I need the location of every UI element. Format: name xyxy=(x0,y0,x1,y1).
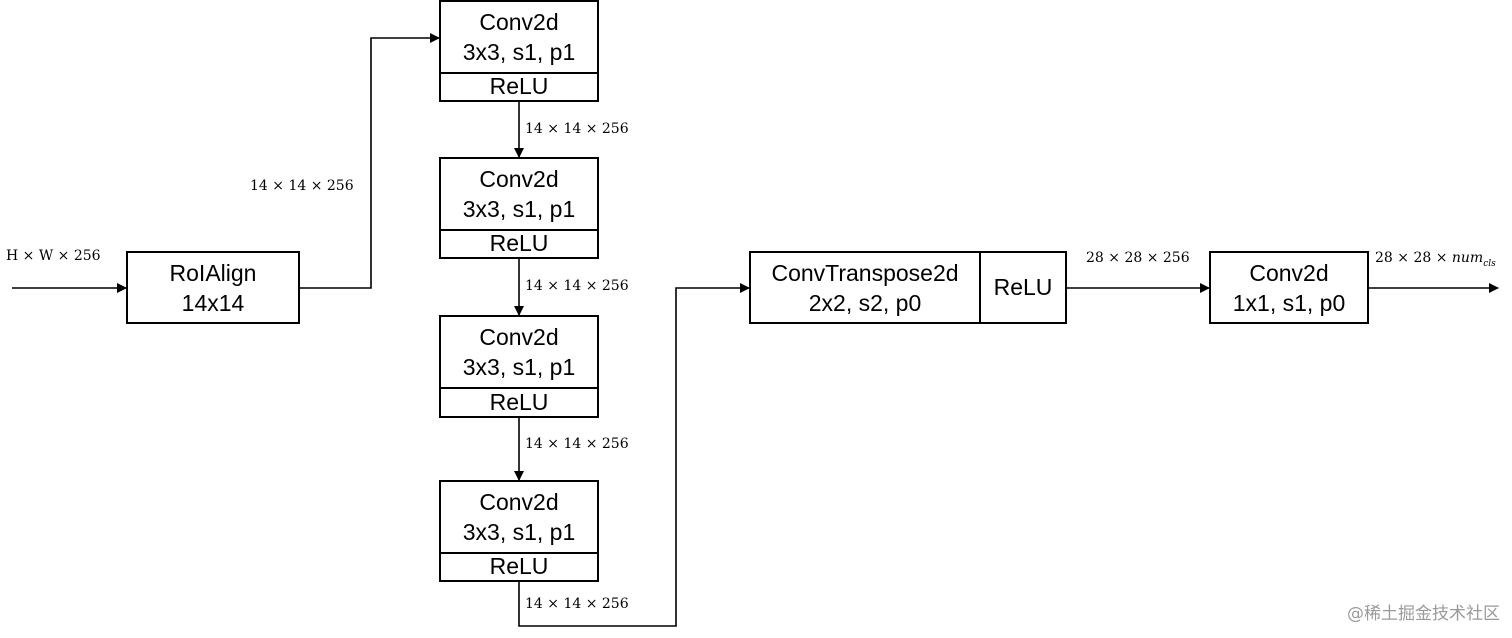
conv1-out-dim: 14 × 14 × 256 xyxy=(525,121,629,137)
conv2-out-dim: 14 × 14 × 256 xyxy=(525,278,629,294)
conv-block-4: Conv2d 3x3, s1, p1 ReLU xyxy=(439,480,599,582)
roialign-box: RoIAlign 14x14 xyxy=(126,251,300,324)
conv-block-4-params: 3x3, s1, p1 xyxy=(462,519,576,545)
conv-block-3: Conv2d 3x3, s1, p1 ReLU xyxy=(439,315,599,418)
conv-block-4-top: Conv2d 3x3, s1, p1 xyxy=(441,482,597,554)
roialign-title: RoIAlign xyxy=(169,259,257,286)
arrow-conv4-to-deconv xyxy=(518,283,750,627)
roialign-size: 14x14 xyxy=(181,289,245,316)
conv-block-3-act: ReLU xyxy=(489,389,549,415)
input-dim-text: H × W × 256 xyxy=(6,248,101,264)
input-dim-label: H × W × 256 xyxy=(6,248,101,264)
output-dim-label: 28 × 28 × numcls xyxy=(1375,250,1496,269)
conv-block-1: Conv2d 3x3, s1, p1 ReLU xyxy=(439,0,599,102)
conv3-out-dim: 14 × 14 × 256 xyxy=(525,436,629,452)
conv-block-2-title: Conv2d xyxy=(479,166,559,192)
arrow-roi-to-conv1 xyxy=(300,33,440,289)
conv-block-1-title: Conv2d xyxy=(479,9,559,35)
final-conv-params: 1x1, s1, p0 xyxy=(1232,289,1346,316)
conv-block-3-title: Conv2d xyxy=(479,324,559,350)
conv-block-2: Conv2d 3x3, s1, p1 ReLU xyxy=(439,157,599,259)
conv-block-2-act: ReLU xyxy=(489,230,549,256)
conv-block-3-top: Conv2d 3x3, s1, p1 xyxy=(441,317,597,389)
deconv-box: ConvTranspose2d 2x2, s2, p0 ReLU xyxy=(749,251,1067,324)
watermark: @稀土掘金技术社区 xyxy=(1347,604,1500,624)
deconv-act: ReLU xyxy=(993,274,1053,300)
deconv-title: ConvTranspose2d xyxy=(771,259,959,286)
output-dim-var: num xyxy=(1451,250,1484,266)
output-dim-prefix: 28 × 28 × xyxy=(1375,250,1452,266)
conv-block-2-params: 3x3, s1, p1 xyxy=(462,196,576,222)
final-conv-title: Conv2d xyxy=(1249,259,1329,286)
conv-block-2-top: Conv2d 3x3, s1, p1 xyxy=(441,159,597,231)
conv-block-1-top: Conv2d 3x3, s1, p1 xyxy=(441,2,597,74)
deconv-params: 2x2, s2, p0 xyxy=(808,289,922,316)
roi-out-dim: 14 × 14 × 256 xyxy=(250,178,354,194)
conv4-out-dim: 14 × 14 × 256 xyxy=(525,596,629,612)
conv-block-3-params: 3x3, s1, p1 xyxy=(462,354,576,380)
final-conv-box: Conv2d 1x1, s1, p0 xyxy=(1209,251,1369,324)
conv-block-4-title: Conv2d xyxy=(479,489,559,515)
output-dim-sub: cls xyxy=(1483,258,1496,269)
conv-block-1-params: 3x3, s1, p1 xyxy=(462,39,576,65)
deconv-main: ConvTranspose2d 2x2, s2, p0 xyxy=(751,253,981,322)
conv-block-1-act: ReLU xyxy=(489,73,549,99)
deconv-out-dim: 28 × 28 × 256 xyxy=(1086,250,1190,266)
conv-block-4-act: ReLU xyxy=(489,553,549,579)
